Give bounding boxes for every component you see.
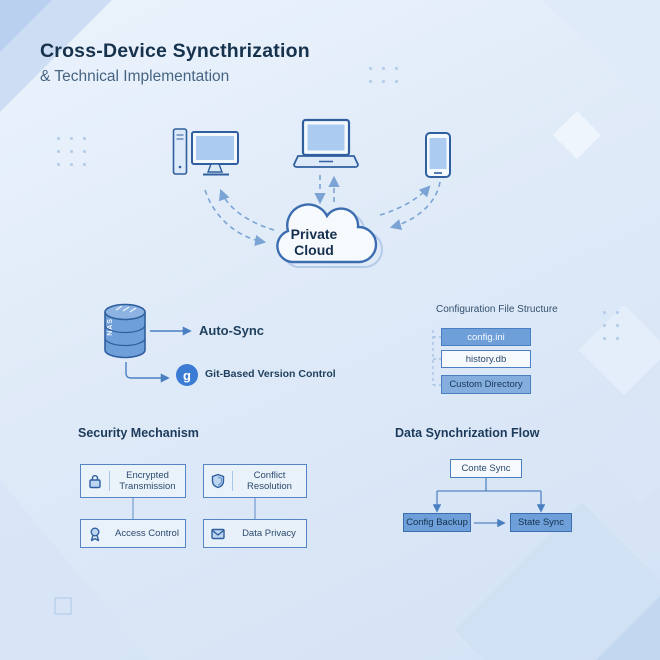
decor-diamond-top-right bbox=[552, 110, 602, 160]
flow-node-label: State Sync bbox=[518, 517, 564, 528]
flow-node-state-sync: State Sync bbox=[510, 513, 572, 532]
laptop-icon bbox=[293, 118, 359, 179]
custom-directory-label: Custom Directory bbox=[449, 379, 523, 390]
decor-triangle-bottom-left bbox=[0, 480, 150, 660]
decor-dots-left bbox=[52, 132, 92, 172]
cloud-label-line1: Private bbox=[290, 226, 338, 242]
nas-database-icon: NAS bbox=[103, 302, 147, 362]
nas-label: NAS bbox=[107, 318, 114, 336]
config-file-box-history-db: history.db bbox=[441, 350, 531, 368]
mail-icon bbox=[209, 524, 232, 544]
config-file-box-custom-directory: Custom Directory bbox=[441, 375, 531, 394]
arrow-nas-to-git bbox=[125, 362, 170, 383]
auto-sync-label: Auto-Sync bbox=[199, 323, 264, 338]
private-cloud: Private Cloud bbox=[262, 200, 392, 280]
security-label: Encrypted Transmission bbox=[119, 469, 176, 492]
git-version-control-label: Git-Based Version Control bbox=[205, 368, 336, 380]
title-block: Cross-Device Syncthrization & Technical … bbox=[40, 40, 310, 86]
security-heading: Security Mechanism bbox=[78, 426, 199, 440]
cloud-label-line2: Cloud bbox=[294, 242, 334, 259]
security-label: Conflict Resolution bbox=[247, 469, 292, 492]
flow-node-conte-sync: Conte Sync bbox=[450, 459, 522, 478]
security-box-encrypted-transmission: Encrypted Transmission bbox=[80, 464, 186, 498]
decor-diamond-bottom-right-small bbox=[591, 405, 660, 505]
config-structure-heading: Configuration File Structure bbox=[436, 304, 558, 315]
flow-node-label: Config Backup bbox=[406, 517, 468, 528]
security-box-conflict-resolution: Conflict Resolution bbox=[203, 464, 307, 498]
arrow-desktop-to-cloud bbox=[204, 189, 267, 247]
config-ini-label: config.ini bbox=[467, 331, 505, 343]
cloud-label: Private Cloud bbox=[262, 226, 366, 258]
flow-node-config-backup: Config Backup bbox=[403, 513, 471, 532]
decor-diamond-right bbox=[578, 304, 660, 396]
history-db-label: history.db bbox=[465, 353, 507, 365]
data-flow-heading: Data Synchrization Flow bbox=[395, 426, 540, 440]
flow-node-label: Conte Sync bbox=[461, 463, 511, 474]
decor-corner-bottom-right bbox=[596, 596, 660, 660]
git-glyph: g bbox=[183, 367, 191, 383]
decor-dots-top bbox=[364, 62, 404, 90]
page-subtitle: & Technical Implementation bbox=[40, 68, 230, 85]
cloud-icon bbox=[276, 203, 383, 268]
security-label: Access Control bbox=[115, 527, 179, 539]
config-file-box-config-ini: config.ini bbox=[441, 328, 531, 346]
decor-triangle-top-right bbox=[542, 0, 660, 118]
badge-icon bbox=[86, 524, 109, 544]
desktop-computer-icon bbox=[172, 126, 244, 193]
lock-icon bbox=[86, 471, 110, 491]
page-title: Cross-Device Syncthrization bbox=[40, 40, 310, 62]
arrow-tablet-to-cloud bbox=[389, 181, 441, 231]
decor-square-outline bbox=[54, 597, 72, 615]
decor-dots-right bbox=[598, 306, 626, 346]
security-box-data-privacy: Data Privacy bbox=[203, 519, 307, 548]
git-icon: g bbox=[176, 364, 198, 386]
shield-icon bbox=[209, 471, 233, 491]
tablet-icon bbox=[424, 131, 452, 184]
security-box-access-control: Access Control bbox=[80, 519, 186, 548]
security-label: Data Privacy bbox=[242, 527, 296, 539]
